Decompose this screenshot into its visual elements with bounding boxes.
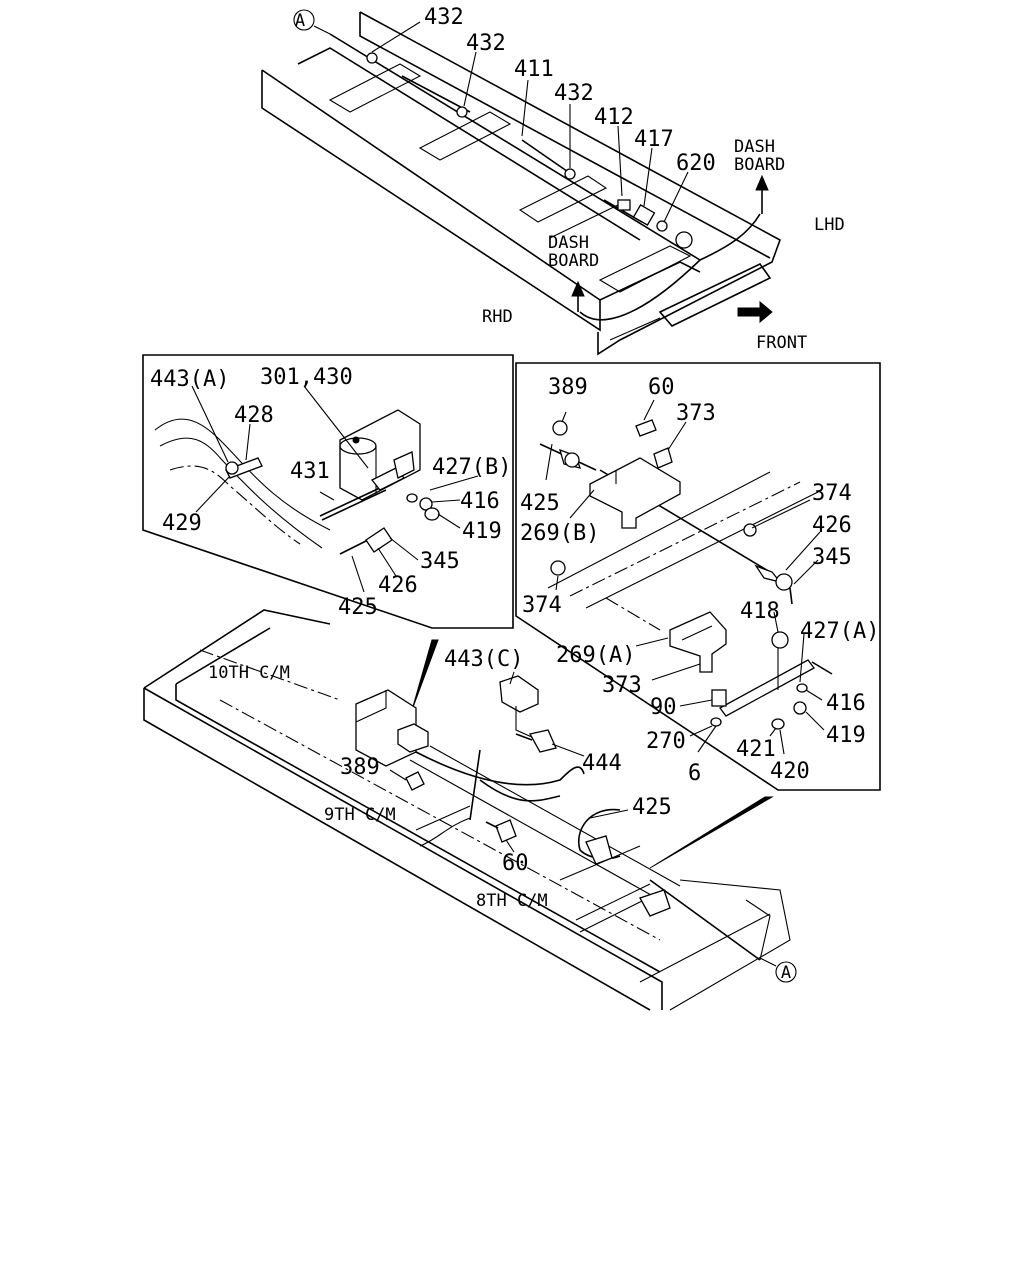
callout-427b: 427(B) — [432, 455, 511, 480]
callout-444: 444 — [582, 751, 622, 776]
cm-10th-label: 10TH C/M — [208, 663, 290, 683]
reference-mark-a-top: A — [295, 11, 305, 31]
callout-417: 417 — [634, 127, 674, 152]
rhd-label: RHD — [482, 307, 513, 327]
callout-428: 428 — [234, 403, 274, 428]
callout-269a: 269(A) — [556, 643, 635, 668]
callout-420: 420 — [770, 759, 810, 784]
callout-426: 426 — [378, 573, 418, 598]
callout-620: 620 — [676, 151, 716, 176]
callout-60-right: 60 — [648, 375, 675, 400]
callout-419: 419 — [462, 519, 502, 544]
callout-345: 345 — [420, 549, 460, 574]
callout-374-top: 374 — [812, 481, 852, 506]
lhd-label: LHD — [814, 215, 845, 235]
callout-412: 412 — [594, 105, 634, 130]
callout-425-left: 425 — [338, 595, 378, 620]
dash-board-lhd-line2: BOARD — [734, 155, 785, 175]
callout-425-right: 425 — [520, 491, 560, 516]
upper-frame-view — [261, 9, 781, 356]
callout-432-a: 432 — [424, 5, 464, 30]
callout-90: 90 — [650, 695, 677, 720]
front-label: FRONT — [756, 333, 807, 353]
callout-419-right: 419 — [826, 723, 866, 748]
callout-60-lower: 60 — [502, 851, 529, 876]
callout-416-right: 416 — [826, 691, 866, 716]
callout-6: 6 — [688, 761, 701, 786]
callout-373-bottom: 373 — [602, 673, 642, 698]
callout-374-bottom: 374 — [522, 593, 562, 618]
reference-mark-a-bottom: A — [781, 963, 791, 983]
cm-9th-label: 9TH C/M — [324, 805, 396, 825]
cm-8th-label: 8TH C/M — [476, 891, 548, 911]
callout-373-top: 373 — [676, 401, 716, 426]
dash-board-rhd-line2: BOARD — [548, 251, 599, 271]
dash-board-lhd-line1: DASH — [734, 137, 775, 157]
callout-431: 431 — [290, 459, 330, 484]
right-detail-box — [515, 362, 881, 869]
callout-443a: 443(A) — [150, 367, 229, 392]
dash-board-rhd-line1: DASH — [548, 233, 589, 253]
callout-345-right: 345 — [812, 545, 852, 570]
callout-425-lower: 425 — [632, 795, 672, 820]
callout-432-b: 432 — [466, 31, 506, 56]
callout-389-right: 389 — [548, 375, 588, 400]
callout-427a: 427(A) — [800, 619, 879, 644]
callout-426-right: 426 — [812, 513, 852, 538]
callout-421: 421 — [736, 737, 776, 762]
callout-389-lower: 389 — [340, 755, 380, 780]
callout-443c: 443(C) — [444, 647, 523, 672]
callout-429: 429 — [162, 511, 202, 536]
left-detail-box — [142, 354, 514, 711]
lower-frame-view — [143, 609, 797, 1011]
callout-301-430: 301,430 — [260, 365, 353, 390]
callout-418: 418 — [740, 599, 780, 624]
callout-416: 416 — [460, 489, 500, 514]
callout-270: 270 — [646, 729, 686, 754]
callout-269b: 269(B) — [520, 521, 599, 546]
callout-411: 411 — [514, 57, 554, 82]
callout-432-c: 432 — [554, 81, 594, 106]
